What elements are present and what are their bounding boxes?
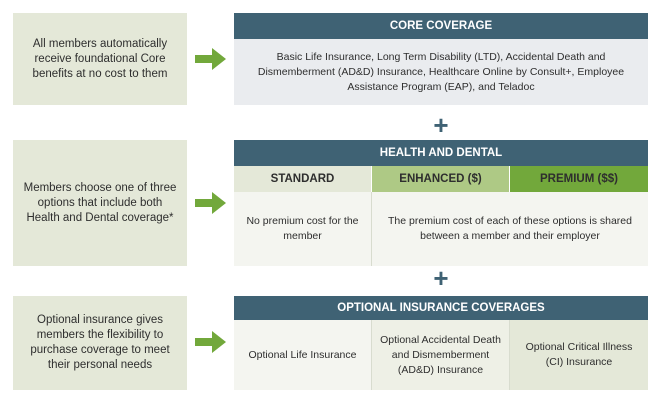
core-coverage-header: CORE COVERAGE bbox=[234, 13, 648, 39]
plus-icon: + bbox=[433, 263, 449, 293]
standard-cost-note: No premium cost for the member bbox=[234, 192, 372, 266]
plus-icon: + bbox=[433, 110, 449, 140]
optional-description: Optional insurance gives members the fle… bbox=[13, 296, 187, 390]
tier-enhanced: ENHANCED ($) bbox=[372, 166, 510, 192]
right-arrow-icon bbox=[195, 48, 226, 70]
core-description: All members automatically receive founda… bbox=[13, 13, 187, 105]
tier-standard: STANDARD bbox=[234, 166, 372, 192]
option-critical-illness: Optional Critical Illness (CI) Insurance bbox=[510, 320, 648, 390]
health-dental-header: HEALTH AND DENTAL bbox=[234, 140, 648, 166]
right-arrow-icon bbox=[195, 331, 226, 353]
optional-coverages-header: OPTIONAL INSURANCE COVERAGES bbox=[234, 296, 648, 320]
core-coverage-body: Basic Life Insurance, Long Term Disabili… bbox=[234, 39, 648, 105]
right-arrow-icon bbox=[195, 192, 226, 214]
health-dental-description: Members choose one of three options that… bbox=[13, 140, 187, 266]
shared-cost-note: The premium cost of each of these option… bbox=[372, 192, 648, 266]
tier-premium: PREMIUM ($$) bbox=[510, 166, 648, 192]
option-life-insurance: Optional Life Insurance bbox=[234, 320, 372, 390]
option-add-insurance: Optional Accidental Death and Dismemberm… bbox=[372, 320, 510, 390]
